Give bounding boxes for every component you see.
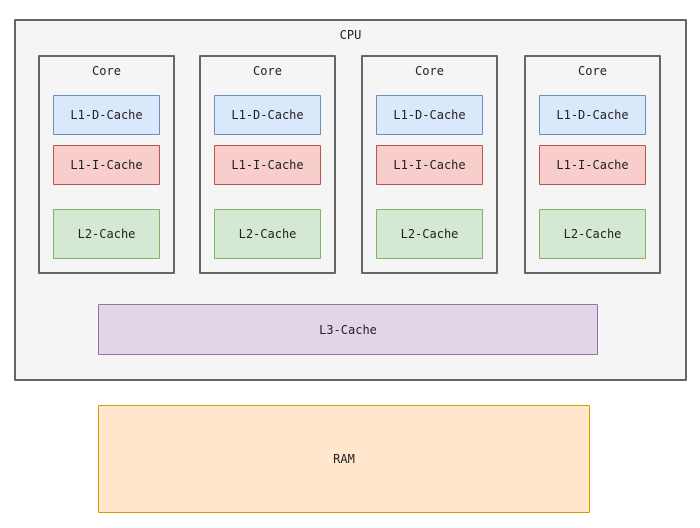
core-label: Core (253, 64, 282, 78)
l1-d-cache-2: L1-D-Cache (214, 95, 321, 135)
l2-cache-label: L2-Cache (563, 227, 622, 241)
l2-cache-label: L2-Cache (238, 227, 297, 241)
l2-cache-4: L2-Cache (539, 209, 646, 259)
l1-i-cache-label: L1-I-Cache (556, 158, 629, 172)
ram: RAM (98, 405, 590, 513)
l1-i-cache-label: L1-I-Cache (393, 158, 466, 172)
l1-d-cache-label: L1-D-Cache (393, 108, 466, 122)
core-label: Core (415, 64, 444, 78)
l1-i-cache-1: L1-I-Cache (53, 145, 160, 185)
cpu-label: CPU (339, 28, 362, 42)
l1-i-cache-label: L1-I-Cache (231, 158, 304, 172)
l1-d-cache-label: L1-D-Cache (231, 108, 304, 122)
l1-i-cache-label: L1-I-Cache (70, 158, 143, 172)
l3-cache: L3-Cache (98, 304, 598, 355)
l1-d-cache-label: L1-D-Cache (556, 108, 629, 122)
ram-label: RAM (333, 452, 355, 466)
l1-d-cache-3: L1-D-Cache (376, 95, 483, 135)
l1-d-cache-4: L1-D-Cache (539, 95, 646, 135)
l3-cache-label: L3-Cache (319, 322, 377, 337)
l1-d-cache-label: L1-D-Cache (70, 108, 143, 122)
l2-cache-label: L2-Cache (400, 227, 459, 241)
l2-cache-1: L2-Cache (53, 209, 160, 259)
l2-cache-3: L2-Cache (376, 209, 483, 259)
l2-cache-2: L2-Cache (214, 209, 321, 259)
l1-i-cache-2: L1-I-Cache (214, 145, 321, 185)
l1-d-cache-1: L1-D-Cache (53, 95, 160, 135)
core-label: Core (92, 64, 121, 78)
l1-i-cache-4: L1-I-Cache (539, 145, 646, 185)
core-label: Core (578, 64, 607, 78)
l2-cache-label: L2-Cache (77, 227, 136, 241)
l1-i-cache-3: L1-I-Cache (376, 145, 483, 185)
